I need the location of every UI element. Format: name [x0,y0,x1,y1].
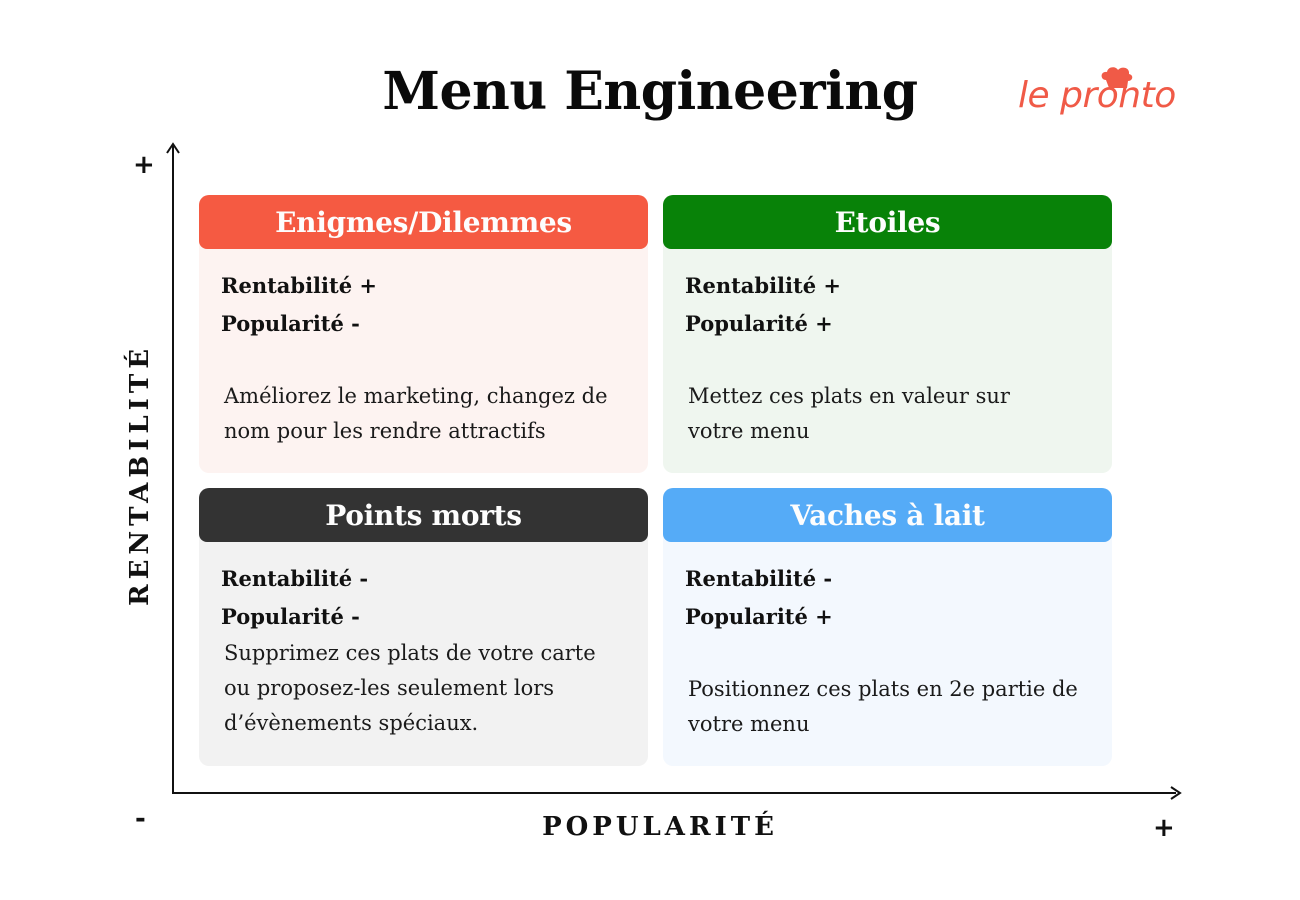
quadrant-title: Vaches à lait [663,488,1112,542]
popularite-indicator: Popularité + [685,311,833,336]
quadrant-advice: Supprimez ces plats de votre carte ou pr… [224,641,596,735]
quadrant-advice: Positionnez ces plats en 2e partie de vo… [688,677,1078,736]
rentabilite-indicator: Rentabilité - [221,566,369,591]
popularite-indicator: Popularité - [221,311,360,336]
quadrant-advice: Améliorez le marketing, changez de nom p… [224,384,608,443]
logo-text: le pronto [1018,75,1176,116]
rentabilite-indicator: Rentabilité - [685,566,833,591]
quadrant-title: Etoiles [663,195,1112,249]
arrow-right-icon [1170,786,1182,800]
quadrant-advice: Mettez ces plats en valeur sur votre men… [688,384,1010,443]
popularite-indicator: Popularité - [221,604,360,629]
x-axis-label: POPULARITÉ [542,812,778,842]
quadrant-title: Points morts [199,488,648,542]
rentabilite-indicator: Rentabilité + [221,273,377,298]
quadrant-points-morts: Points morts Rentabilité - Popularité - … [199,488,648,766]
brand-logo: le pronto [1018,66,1208,126]
y-axis-label: RENTABILITÉ [125,343,155,607]
popularite-indicator: Popularité + [685,604,833,629]
origin-minus: - [135,804,146,834]
quadrant-title: Enigmes/Dilemmes [199,195,648,249]
quadrant-enigmes: Enigmes/Dilemmes Rentabilité + Popularit… [199,195,648,473]
x-axis-line [172,792,1176,794]
arrow-up-icon [166,142,180,154]
y-axis-plus: + [133,150,155,180]
quadrant-etoiles: Etoiles Rentabilité + Popularité + Mette… [663,195,1112,473]
y-axis-line [172,146,174,794]
chef-hat-icon [1101,67,1133,88]
page-title: Menu Engineering [382,61,918,122]
quadrant-vaches: Vaches à lait Rentabilité - Popularité +… [663,488,1112,766]
rentabilite-indicator: Rentabilité + [685,273,841,298]
x-axis-plus: + [1153,813,1175,843]
